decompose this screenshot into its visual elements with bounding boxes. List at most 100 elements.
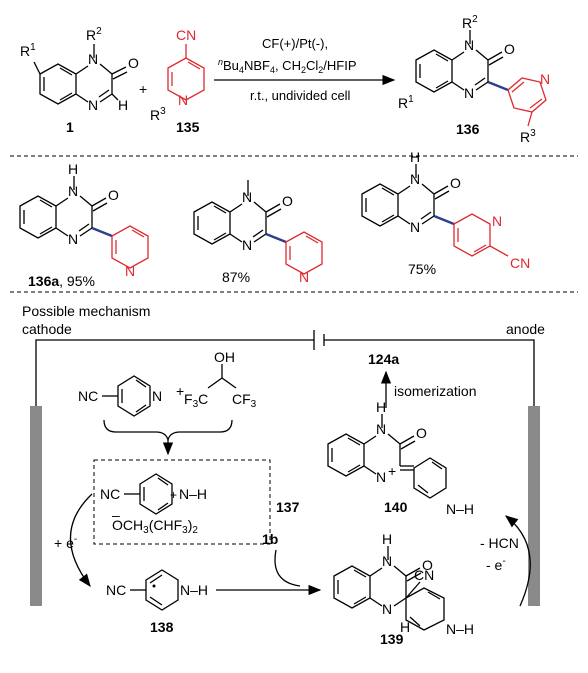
atom-n4: N [88,97,98,113]
m139-o: O [422,557,433,573]
prod-pyridine-n: N [540,71,550,87]
example-cyanopyridyl-caption: 75% [408,261,436,277]
compound-135-label: 135 [176,119,200,135]
mech-adduct-139 [333,546,445,631]
ex2-n1: N [242,189,252,205]
circuit-right [324,339,535,406]
anode-electrode [528,406,540,606]
r2-label: R2 [86,26,102,43]
ex2-o: O [282,193,293,209]
compound-136-label: 136 [456,121,480,137]
compound-1-structure [33,44,128,105]
ex1-o: O [108,187,119,203]
m139-n4: N [382,601,392,617]
cathode-label: cathode [22,321,72,337]
mech-anion-charge: – [112,507,120,523]
example-cyanopyridyl-structure [361,164,509,257]
prod-o: O [504,41,515,57]
ex3-n1: N [410,171,420,187]
mech-hfip [207,364,237,389]
m140-o: O [416,425,427,441]
m139-nh: N–H [446,621,474,637]
combine-bracket [103,419,233,441]
1b-hook [274,549,301,587]
oxidation-arrow [504,515,531,607]
complex-137-box [93,459,271,545]
electron-gain: + e- [54,534,77,551]
mech-nh-plus: +N–H [170,486,207,502]
ex3-h: H [410,149,420,165]
condition-temperature: r.t., undivided cell [250,88,351,103]
example-n-methyl-structure [193,180,323,275]
prod-r3: R3 [520,128,536,145]
compound-1-label: 1 [66,119,74,135]
reduction-arrow [69,493,93,588]
mech-intermediate-140 [327,414,447,499]
r3-label: R3 [150,106,166,123]
mech-nc-137: NC [100,486,120,502]
prod-r2: R2 [462,14,478,31]
mech-nc-138: NC [106,582,126,598]
ex3-o: O [450,175,461,191]
hcn-loss: - HCN [480,535,519,551]
ex3-n4: N [410,219,420,235]
ex1-h: H [68,161,78,177]
compound-135-structure [167,44,205,101]
ex1-n1: N [68,183,78,199]
example-136a-caption: 136a, 95% [28,273,95,289]
ex2-pyr-n: N [299,269,309,285]
mech-plus: + [176,383,184,399]
example-136a-structure [19,176,149,269]
prod-r1: R1 [398,94,414,111]
anode-label: anode [506,321,545,337]
mech-f3c: F3C [184,391,208,410]
ex2-n4: N [242,237,252,253]
m139-h-ch: H [400,619,410,635]
mech-oh: OH [214,349,235,365]
mech-nh-138: N–H [180,582,208,598]
ex1-n4: N [68,231,78,247]
ex3-pyr-n: N [492,213,502,229]
cn-label: CN [176,27,196,43]
atom-o: O [128,55,139,71]
electron-loss: - e- [486,556,506,573]
m140-nh: N–H [446,501,474,517]
compound-1b-label: 1b [262,531,278,547]
compound-140-label: 140 [384,499,408,515]
plus-sign: + [139,81,147,97]
example-n-methyl-caption: 87% [222,269,250,285]
m140-plus: + [388,463,396,479]
mech-cyanopyridine [102,375,151,417]
prod-n1: N [464,37,474,53]
m139-cn: CN [414,567,434,583]
atom-n1: N [88,51,98,67]
ex3-cn: CN [510,255,530,271]
pyridine-n: N [178,92,188,108]
condition-electrodes: CF(+)/Pt(-), [262,36,328,51]
m139-n1: N [382,553,392,569]
cathode-electrode [30,406,42,606]
mech-pyr-n-1: N [152,388,162,404]
atom-h: H [118,97,128,113]
ex1-pyr-n: N [125,263,135,279]
m140-n4: N [376,469,386,485]
m139-h: H [382,531,392,547]
isomerization-label: isomerization [394,383,476,399]
m140-n1: N [376,421,386,437]
m140-h: H [376,399,386,415]
mech-cf3: CF3 [232,391,257,410]
mechanism-title: Possible mechanism [22,303,150,319]
compound-137-label: 137 [276,499,300,515]
mech-pyridinium [124,473,173,515]
mech-nc-1: NC [78,388,98,404]
circuit-left [35,339,314,406]
mech-anion: OCH3(CHF3)2 [112,517,198,536]
prod-n4: N [464,85,474,101]
compound-124a-label: 124a [368,351,399,367]
compound-139-label: 139 [380,631,404,647]
mech-radical-138 [130,569,179,611]
compound-136-structure [415,30,547,127]
r1-label: R1 [20,42,36,59]
condition-electrolyte: nBu4NBF4, CH2Cl2/HFIP [218,57,357,75]
